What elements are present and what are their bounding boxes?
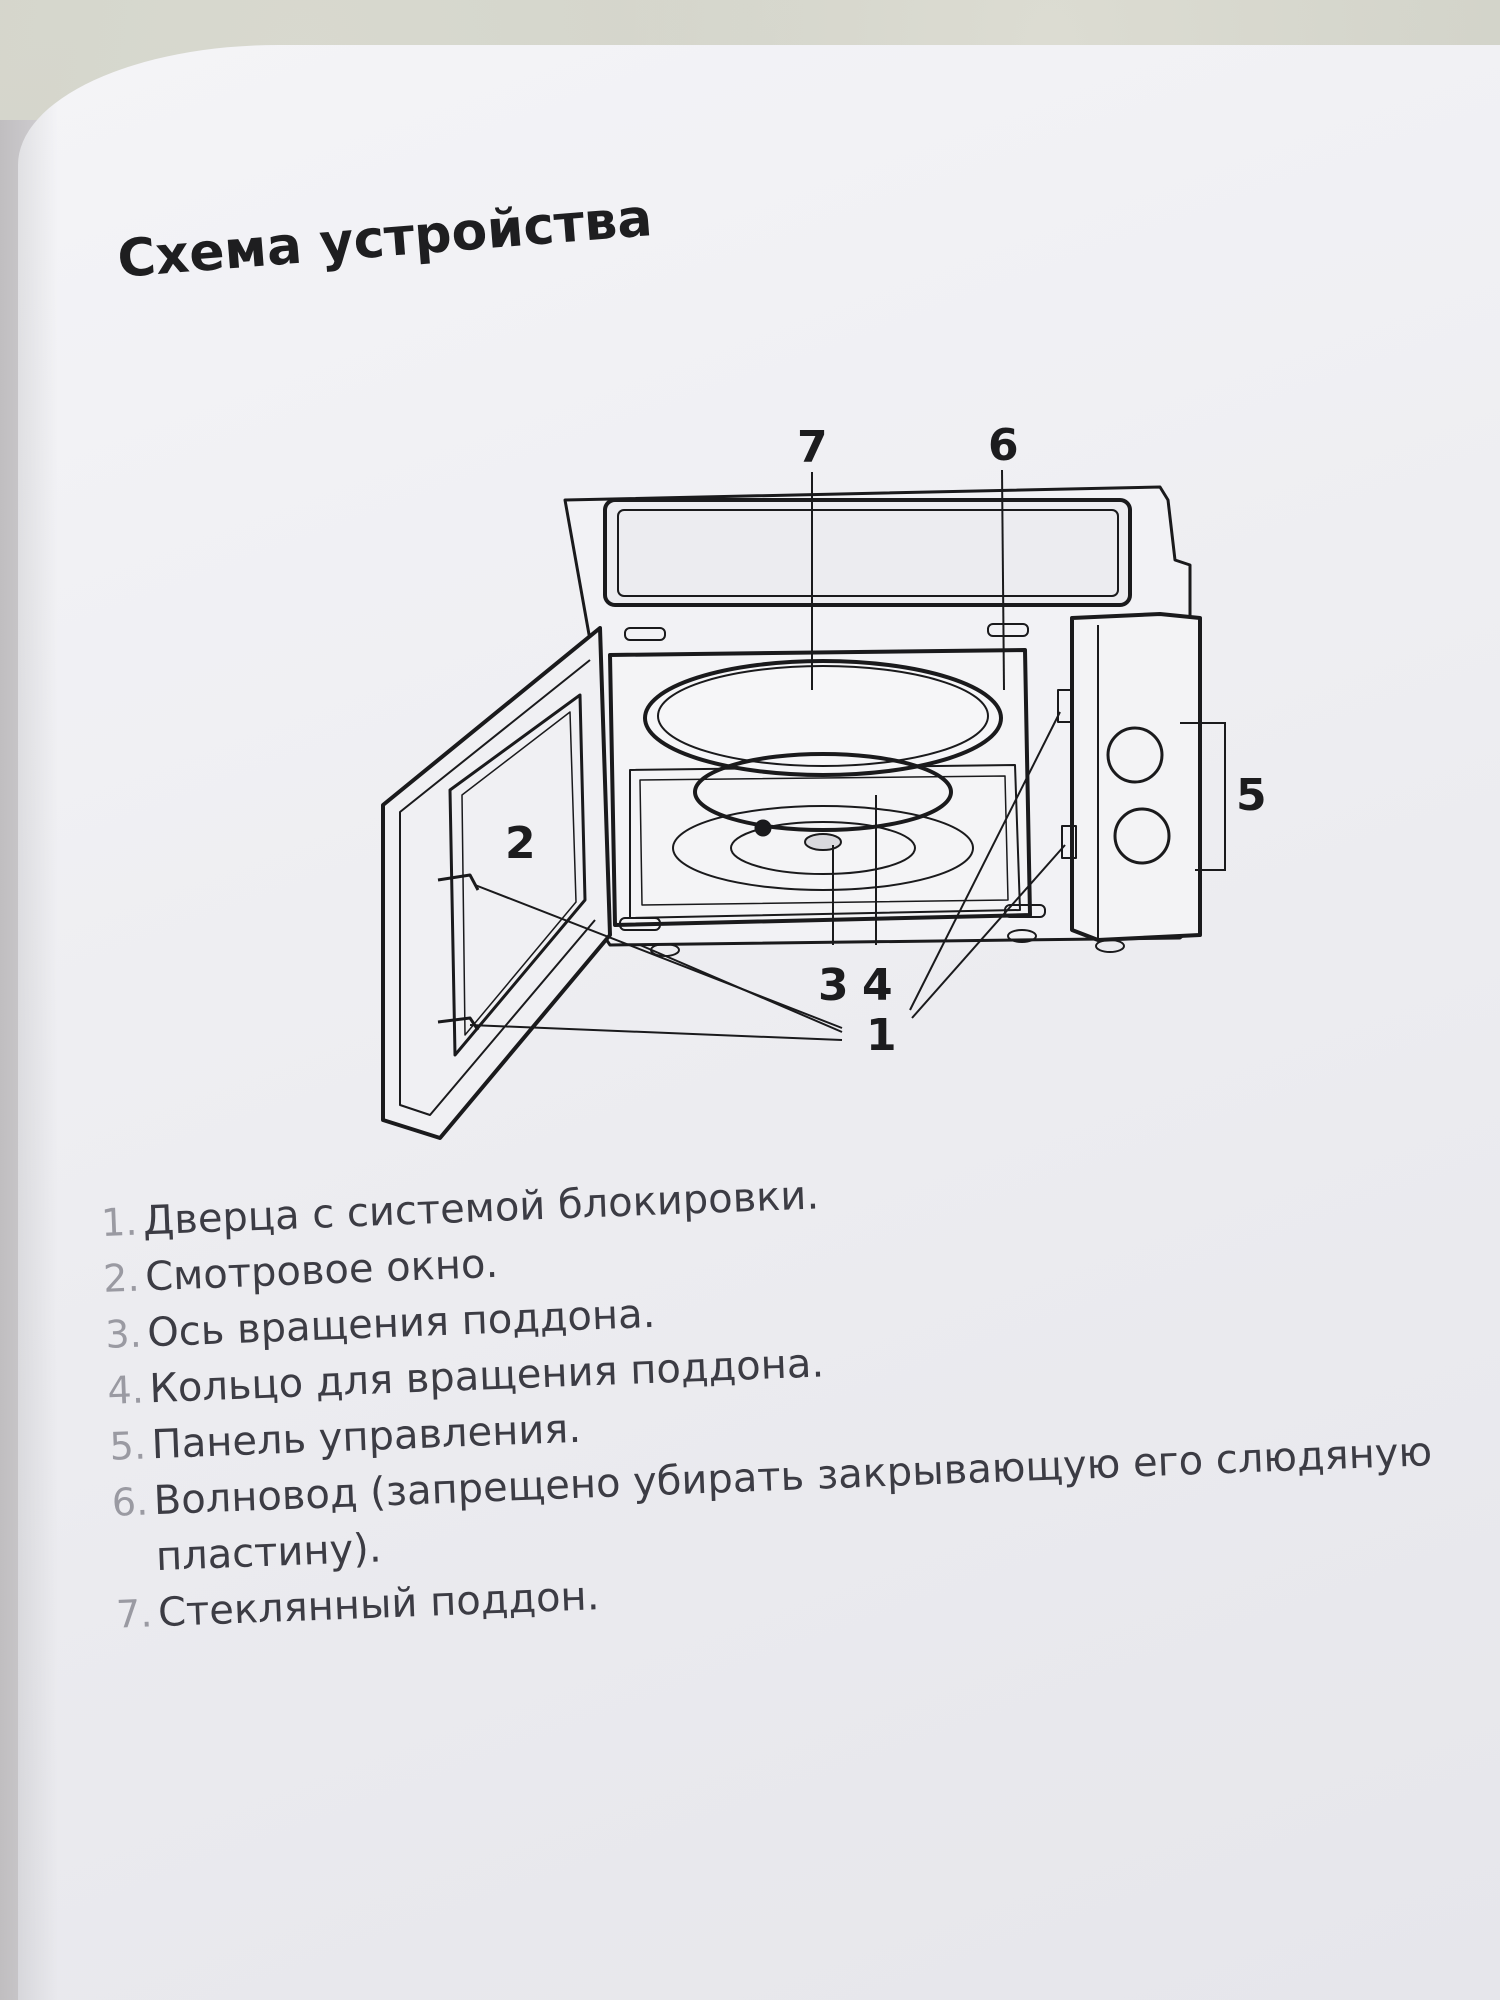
callout-7: 7: [797, 422, 828, 473]
glass-tray: [643, 659, 1003, 777]
page-gutter-shadow: [18, 45, 58, 2000]
viewing-window: [448, 693, 587, 1057]
legend-number: 5.: [108, 1423, 147, 1469]
manual-page: [18, 45, 1500, 2000]
legend-number: 4.: [106, 1367, 145, 1413]
legend-number: 3.: [104, 1311, 143, 1357]
top-vent-panel: [603, 498, 1132, 607]
callout-2: 2: [505, 818, 536, 869]
legend-number: 2.: [102, 1255, 141, 1301]
legend-number: 6.: [110, 1479, 149, 1525]
rotation-ring: [693, 752, 953, 832]
legend-number: 1.: [100, 1199, 139, 1245]
legend-number: 7.: [115, 1591, 154, 1637]
callout-5: 5: [1236, 770, 1267, 821]
control-panel-box: [1070, 612, 1202, 942]
callout-4: 4: [862, 960, 893, 1011]
legend-text: Смотровое окно.: [144, 1240, 499, 1301]
oven-door: [381, 626, 612, 1140]
control-knob-bottom: [1113, 807, 1171, 865]
callout-1: 1: [866, 1010, 897, 1061]
callout-3: 3: [818, 960, 849, 1011]
rotation-axis: [804, 833, 842, 851]
legend-text: Стеклянный поддон.: [157, 1573, 601, 1637]
control-knob-top: [1106, 726, 1164, 784]
callout-6: 6: [988, 420, 1019, 471]
parts-legend: 1. Дверца с системой блокировки. 2. Смот…: [100, 1142, 1496, 1643]
microwave-diagram: 7 6 5 2 3 4 1: [381, 420, 1267, 1140]
